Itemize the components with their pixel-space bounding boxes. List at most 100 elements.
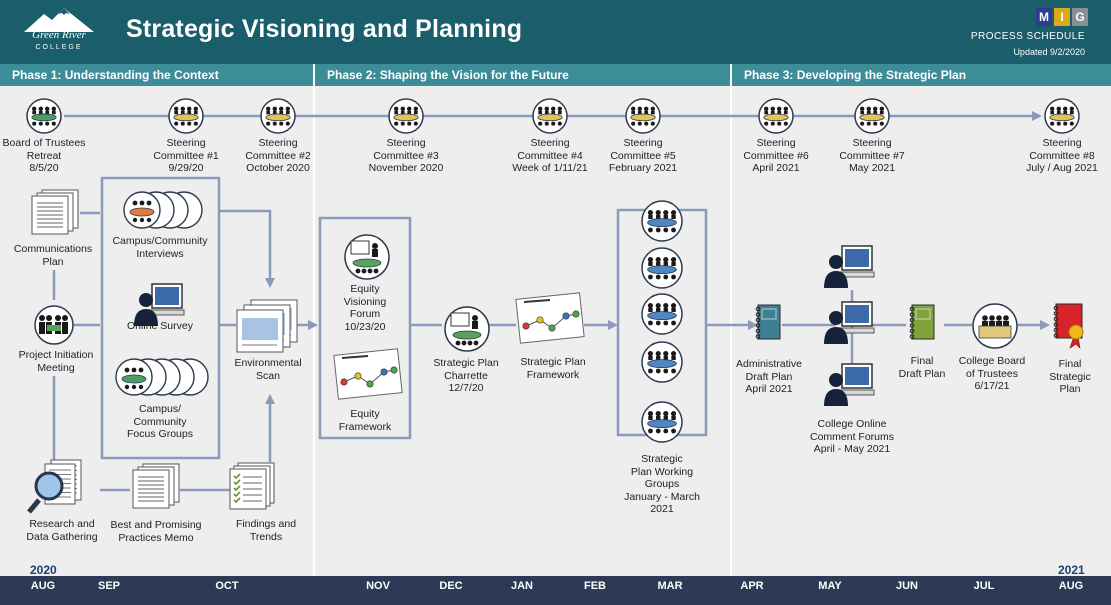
board-label-line: 6/17/21 (974, 380, 1010, 392)
environmental-scan-label-line: Scan (256, 369, 280, 382)
best-practices-label-line: Best and Promising (110, 519, 202, 531)
meeting-label-line: Steering (530, 137, 570, 149)
document-stack-icon (31, 189, 79, 235)
charrette-label-line: Strategic Plan (433, 357, 499, 369)
working-groups-label-line: Plan Working (630, 465, 694, 478)
month-label: NOV (366, 580, 390, 592)
focus-group-cluster-icon (115, 358, 209, 396)
meeting-table-icon (758, 98, 794, 134)
meeting-label-line: Steering (166, 137, 206, 149)
computer-user-icon (824, 363, 875, 406)
page-title: Strategic Visioning and Planning (126, 15, 523, 43)
board-label-line: College Board (958, 355, 1026, 367)
focus-groups-label-line: Campus/ (138, 403, 181, 415)
research-label-line: Research and (29, 518, 95, 530)
meeting-table-icon (260, 98, 296, 134)
certificate-icon (1053, 303, 1084, 349)
working-group-meeting-icon (641, 200, 683, 242)
final-draft-label-line: Final (910, 355, 934, 367)
equity-framework-label-line: Equity (350, 408, 380, 420)
final-draft-label-line: Draft Plan (898, 367, 946, 380)
meeting-table-icon (625, 98, 661, 134)
meeting-label-line: Committee #8 (1029, 149, 1095, 162)
meeting-table-icon (532, 98, 568, 134)
framework-label-line: Strategic Plan (520, 356, 586, 368)
working-group-meeting-icon (641, 247, 683, 289)
working-group-meeting-icon (641, 341, 683, 383)
computer-user-icon (824, 245, 875, 288)
meeting-label-line: May 2021 (848, 162, 896, 174)
month-label: SEP (97, 580, 120, 592)
meeting-label-line: Steering (258, 137, 298, 149)
flowchart-icon (333, 348, 403, 400)
phase1-engagement-box (100, 176, 221, 460)
project-initiation-label-line: Meeting (37, 361, 75, 374)
findings-label-line: Findings and (235, 518, 297, 530)
working-group-meeting-icon (641, 401, 683, 443)
badge-letter-i: I (1054, 8, 1070, 26)
updated-date: Updated 9/2/2020 (1013, 47, 1085, 57)
mig-badge: M I G (1036, 8, 1090, 26)
working-groups-label-line: Groups (644, 478, 680, 490)
month-label: AUG (1058, 580, 1084, 592)
month-label: FEB (584, 580, 606, 592)
findings-label-line: Trends (249, 530, 283, 543)
meeting-label-line: February 2021 (608, 162, 678, 174)
meeting-label-line: Committee #1 (153, 149, 219, 162)
interview-cluster-icon (123, 191, 203, 229)
meeting-label-line: April 2021 (752, 162, 800, 174)
equity-forum-label-line: Equity (350, 283, 380, 295)
month-label: MAR (657, 580, 683, 592)
meeting-people-icon (34, 305, 74, 345)
meeting-label-line: Committee #4 (517, 149, 583, 162)
equity-forum-label-line: Forum (349, 308, 381, 320)
checklist-icon (229, 462, 275, 510)
research-label-line: Data Gathering (26, 530, 98, 543)
final-plan-label-line: Final (1058, 358, 1082, 370)
timeline-footer (0, 576, 1111, 605)
meeting-label-line: Week of 1/11/21 (512, 162, 588, 174)
meeting-label-line: Steering (623, 137, 663, 149)
phase2-equity-box (318, 216, 412, 440)
meeting-label-line: Steering (852, 137, 892, 149)
admin-draft-label-line: Draft Plan (745, 370, 793, 383)
month-label: JUN (895, 580, 918, 592)
board-of-trustees-icon (972, 303, 1018, 349)
scan-documents-icon (236, 299, 298, 353)
month-label: APR (740, 580, 764, 592)
meeting-label-line: Steering (1042, 137, 1082, 149)
best-practices-label-line: Practices Memo (118, 531, 194, 544)
interviews-label-line: Interviews (136, 247, 184, 260)
online-forums-label-line: College Online (817, 418, 887, 430)
document-stack-icon (132, 463, 180, 509)
admin-draft-label-line: April 2021 (745, 383, 793, 395)
meeting-label-line: Committee #6 (743, 149, 809, 162)
equity-forum-label-line: 10/23/20 (344, 320, 386, 333)
meeting-table-icon (168, 98, 204, 134)
communications-plan-label-line: Plan (42, 255, 64, 268)
badge-letter-g: G (1072, 8, 1088, 26)
connector-box-scan-top (220, 209, 275, 288)
environmental-scan-label-line: Environmental (234, 357, 302, 369)
admin-draft-label-line: Administrative (736, 358, 802, 370)
meeting-label-line: 9/29/20 (168, 162, 204, 174)
phase-2-bar: Phase 2: Shaping the Vision for the Futu… (315, 64, 730, 86)
meeting-label-line: Steering (756, 137, 796, 149)
year-start-label: 2020 (30, 563, 57, 577)
focus-groups-label-line: Community (133, 415, 187, 428)
presenter-icon (444, 306, 490, 352)
